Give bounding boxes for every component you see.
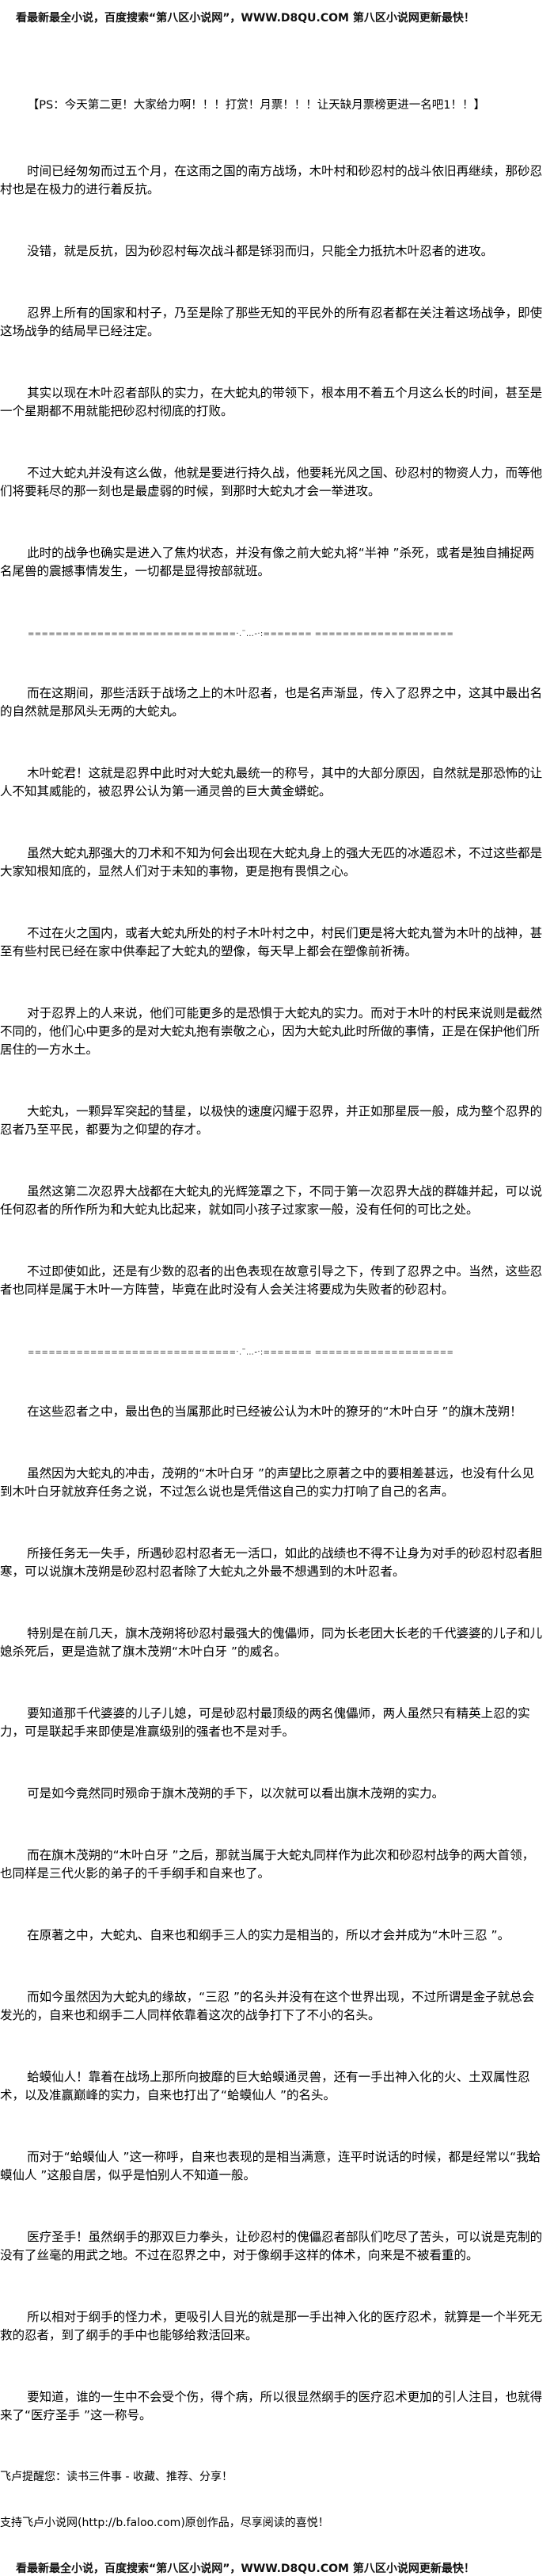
section-separator: ==============================·.¨…-·:===… (28, 1348, 454, 1357)
story-paragraph: 而如今虽然因为大蛇丸的缘故，“三忍 ”的名头并没有在这个世界出现，不过所谓是金子… (0, 1990, 535, 2022)
site-banner-top: 看最新最全小说，百度搜索“第八区小说网”，WWW.D8QU.COM 第八区小说网… (16, 12, 475, 25)
chapter-content: 时间已经匆匆而过五个月，在这雨之国的南方战场，木叶村和砂忍村的战斗依旧再继续，那… (0, 162, 554, 2425)
section-separator: ==============================·.¨…-·:===… (28, 630, 454, 638)
author-ps-note: 【PS：今天第二更！大家给力啊！！！打赏！月票！！！让天缺月票榜更进一名吧1！！… (27, 99, 485, 112)
story-paragraph: 时间已经匆匆而过五个月，在这雨之国的南方战场，木叶村和砂忍村的战斗依旧再继续，那… (0, 164, 543, 196)
story-paragraph: 不过大蛇丸并没有这么做，他就是要进行持久战，他要耗光风之国、砂忍村的物资人力，而… (0, 466, 543, 498)
story-paragraph: 对于忍界上的人来说，他们可能更多的是恐惧于大蛇丸的实力。而对于木叶的村民来说则是… (0, 1006, 543, 1057)
story-paragraph: 不过即使如此，还是有少数的忍者的出色表现在故意引导之下，传到了忍界之中。当然，这… (0, 1264, 543, 1297)
story-paragraph: 在这些忍者之中，最出色的当属那此时已经被公认为木叶的獠牙的“木叶白牙 ”的旗木茂… (27, 1404, 522, 1419)
story-paragraph: 而在这期间，那些活跃于战场之上的木叶忍者，也是名声渐显，传入了忍界之中，这其中最… (0, 686, 543, 718)
story-paragraph: 要知道，谁的一生中不会受个伤，得个病，所以很显然纲手的医疗忍术更加的引人注目，也… (0, 2390, 543, 2422)
story-paragraph: 可是如今竟然同时殒命于旗木茂朔的手下，以次就可以看出旗木茂朔的实力。 (27, 1786, 445, 1801)
reading-reminder: 飞卢提醒您：读书三件事 - 收藏、推荐、分享！ (0, 2471, 233, 2483)
story-paragraph: 在原著之中，大蛇丸、自来也和纲手三人的实力是相当的，所以才会并成为“木叶三忍 ”… (27, 1928, 510, 1942)
page-footer: 飞卢提醒您：读书三件事 - 收藏、推荐、分享！ 支持飞卢小说网(http://b… (0, 2468, 554, 2530)
story-paragraph: 所接任务无一失手，所遇砂忍村忍者无一活口，如此的战绩也不得不让身为对手的砂忍村忍… (0, 1546, 543, 1579)
story-paragraph: 要知道那千代婆婆的儿子儿媳，可是砂忍村最顶级的两名傀儡师，两人虽然只有精英上忍的… (0, 1706, 530, 1739)
story-paragraph: 木叶蛇君！这就是忍界中此时对大蛇丸最统一的称号，其中的大部分原因，自然就是那恐怖… (0, 766, 543, 798)
story-paragraph: 此时的战争也确实是进入了焦灼状态，并没有像之前大蛇丸将“半神 ”杀死，或者是独自… (0, 546, 535, 578)
story-paragraph: 医疗圣手！虽然纲手的那双巨力拳头，让砂忍村的傀儡忍者部队们吃尽了苦头，可以说是克… (0, 2230, 543, 2262)
story-paragraph: 虽然这第二次忍界大战都在大蛇丸的光辉笼罩之下，不同于第一次忍界大战的群雄并起，可… (0, 1184, 543, 1217)
story-paragraph: 特别是在前几天，旗木茂朔将砂忍村最强大的傀儡师，同为长老团大长老的千代婆婆的儿子… (0, 1626, 543, 1659)
story-paragraph: 而对于“蛤蟆仙人 ”这一称呼，自来也表现的是相当满意，连平时说话的时候，都是经常… (0, 2150, 541, 2182)
support-faloo-link[interactable]: 支持飞卢小说网(http://b.faloo.com)原创作品，尽享阅读的喜悦！ (0, 2517, 329, 2529)
story-paragraph: 不过在火之国内，或者大蛇丸所处的村子木叶村之中，村民们更是将大蛇丸誉为木叶的战神… (0, 926, 543, 958)
story-paragraph: 所以相对于纲手的怪力术，更吸引人目光的就是那一手出神入化的医疗忍术，就算是一个半… (0, 2310, 543, 2342)
story-paragraph: 而在旗木茂朔的“木叶白牙 ”之后，那就当属于大蛇丸同样作为此次和砂忍村战争的两大… (0, 1848, 535, 1881)
story-paragraph: 蛤蟆仙人！靠着在战场上那所向披靡的巨大蛤蟆通灵兽，还有一手出神入化的火、土双属性… (0, 2070, 530, 2102)
story-paragraph: 没错，就是反抗，因为砂忍村每次战斗都是铩羽而归，只能全力抵抗木叶忍者的进攻。 (27, 244, 494, 258)
site-banner-bottom: 看最新最全小说，百度搜索“第八区小说网”，WWW.D8QU.COM 第八区小说网… (16, 2563, 475, 2575)
story-paragraph: 其实以现在木叶忍者部队的实力，在大蛇丸的带领下，根本用不着五个月这么长的时间，甚… (0, 386, 543, 418)
story-paragraph: 大蛇丸，一颗异军突起的彗星，以极快的速度闪耀于忍界，并正如那星辰一般，成为整个忍… (0, 1104, 543, 1137)
story-paragraph: 虽然因为大蛇丸的冲击，茂朔的“木叶白牙 ”的声望比之原著之中的要相差甚远，也没有… (0, 1466, 535, 1499)
story-paragraph: 虽然大蛇丸那强大的刀术和不知为何会出现在大蛇丸身上的强大无匹的冰遁忍术，不过这些… (0, 846, 543, 878)
story-paragraph: 忍界上所有的国家和村子，乃至是除了那些无知的平民外的所有忍者都在关注着这场战争，… (0, 306, 543, 338)
